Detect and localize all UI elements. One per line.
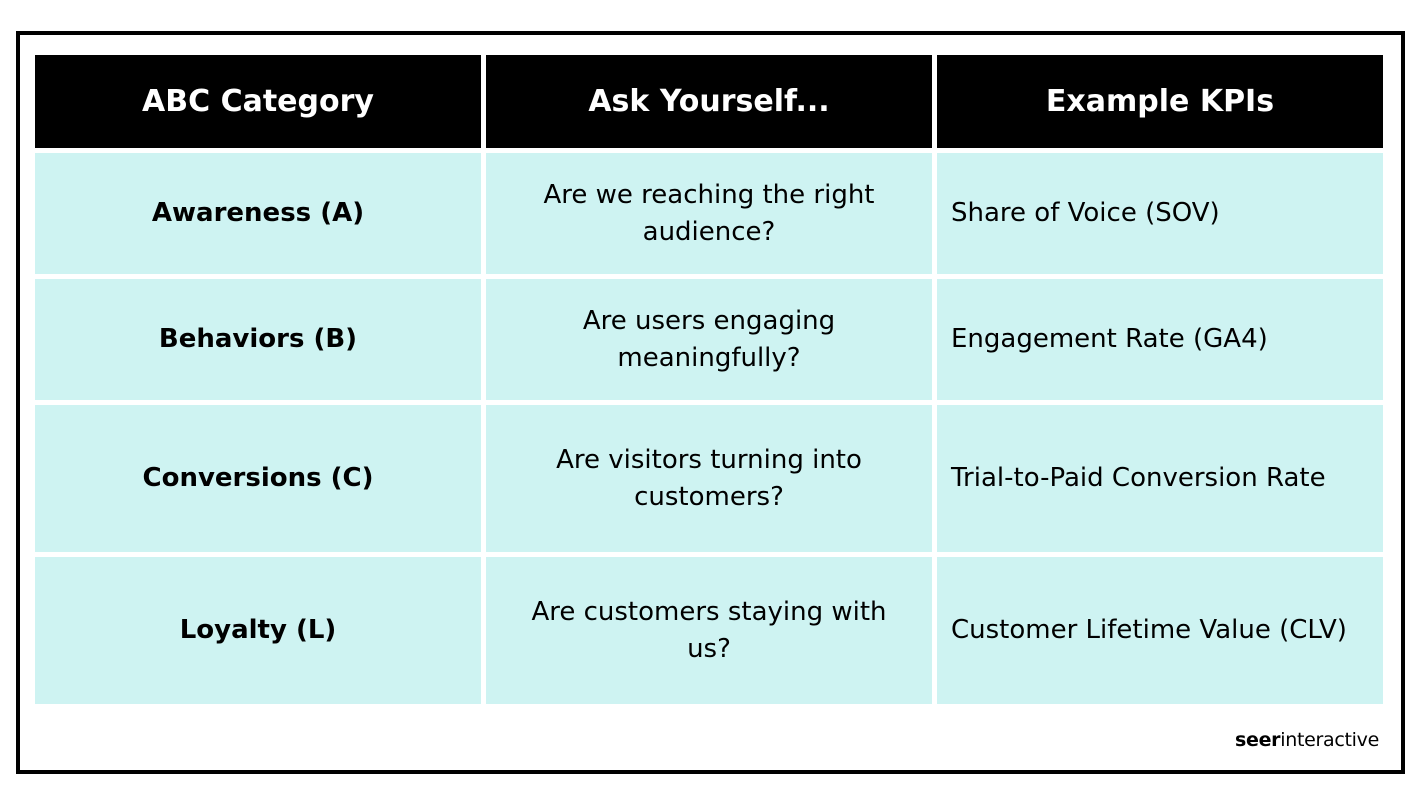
table-row: Behaviors (B) Are users engaging meaning…: [35, 279, 1383, 400]
category-cell: Loyalty (L): [35, 557, 481, 704]
question-cell: Are we reaching the right audience?: [486, 153, 932, 274]
table-header-row: ABC Category Ask Yourself... Example KPI…: [35, 55, 1383, 148]
table-row: Conversions (C) Are visitors turning int…: [35, 405, 1383, 552]
column-header-question: Ask Yourself...: [486, 55, 932, 148]
column-header-category: ABC Category: [35, 55, 481, 148]
kpi-cell: Share of Voice (SOV): [937, 153, 1383, 274]
category-cell: Behaviors (B): [35, 279, 481, 400]
slide-frame: ABC Category Ask Yourself... Example KPI…: [16, 31, 1405, 774]
category-cell: Conversions (C): [35, 405, 481, 552]
question-cell: Are users engaging meaningfully?: [486, 279, 932, 400]
seer-interactive-logo: seerinteractive: [1235, 729, 1379, 751]
question-cell: Are customers staying with us?: [486, 557, 932, 704]
logo-word-seer: seer: [1235, 729, 1281, 751]
question-cell: Are visitors turning into customers?: [486, 405, 932, 552]
column-header-kpis: Example KPIs: [937, 55, 1383, 148]
category-cell: Awareness (A): [35, 153, 481, 274]
table-row: Awareness (A) Are we reaching the right …: [35, 153, 1383, 274]
kpi-cell: Customer Lifetime Value (CLV): [937, 557, 1383, 704]
table-row: Loyalty (L) Are customers staying with u…: [35, 557, 1383, 704]
abc-kpi-table: ABC Category Ask Yourself... Example KPI…: [30, 50, 1388, 709]
kpi-cell: Engagement Rate (GA4): [937, 279, 1383, 400]
kpi-cell: Trial-to-Paid Conversion Rate: [937, 405, 1383, 552]
logo-word-interactive: interactive: [1280, 729, 1379, 751]
